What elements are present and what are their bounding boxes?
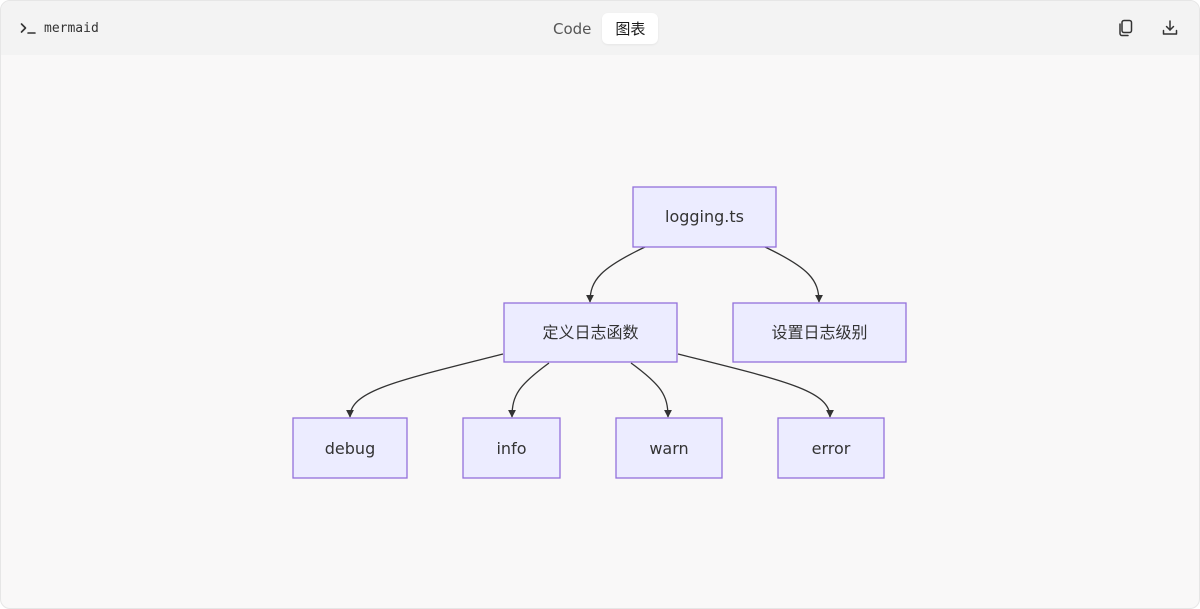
download-button[interactable]: [1157, 15, 1183, 41]
node-error: error: [777, 417, 885, 479]
code-block-toolbar: mermaid Code 图表: [1, 1, 1199, 55]
node-info: info: [462, 417, 561, 479]
diagram-canvas: logging.ts 定义日志函数 设置日志级别 debug info warn: [1, 55, 1199, 608]
language-label-text: mermaid: [44, 20, 99, 36]
node-level: 设置日志级别: [732, 302, 907, 363]
node-label: 设置日志级别: [771, 323, 867, 342]
flowchart: logging.ts 定义日志函数 设置日志级别 debug info warn: [292, 186, 907, 479]
language-label: mermaid: [20, 19, 99, 37]
tab-diagram[interactable]: 图表: [602, 13, 659, 44]
node-debug: debug: [292, 417, 408, 479]
download-icon: [1162, 20, 1178, 35]
terminal-prompt-icon: [20, 23, 36, 34]
node-label: debug: [325, 439, 375, 458]
node-label: 定义日志函数: [542, 323, 638, 342]
edge-define-error: [677, 353, 834, 418]
edge-define-warn: [630, 362, 672, 418]
node-label: info: [496, 439, 526, 458]
edge-define-info: [508, 362, 550, 418]
node-label: logging.ts: [665, 207, 744, 226]
node-label: error: [812, 439, 851, 458]
view-tabs: Code 图表: [542, 13, 659, 44]
copy-icon: [1119, 19, 1133, 37]
edge-root-define: [586, 246, 646, 303]
tab-code[interactable]: Code: [553, 19, 592, 38]
node-root: logging.ts: [632, 186, 777, 248]
edge-root-level: [764, 246, 823, 303]
edge-define-debug: [346, 353, 504, 418]
copy-button[interactable]: [1112, 15, 1138, 41]
node-label: warn: [649, 439, 688, 458]
node-warn: warn: [615, 417, 723, 479]
node-define: 定义日志函数: [503, 302, 678, 363]
